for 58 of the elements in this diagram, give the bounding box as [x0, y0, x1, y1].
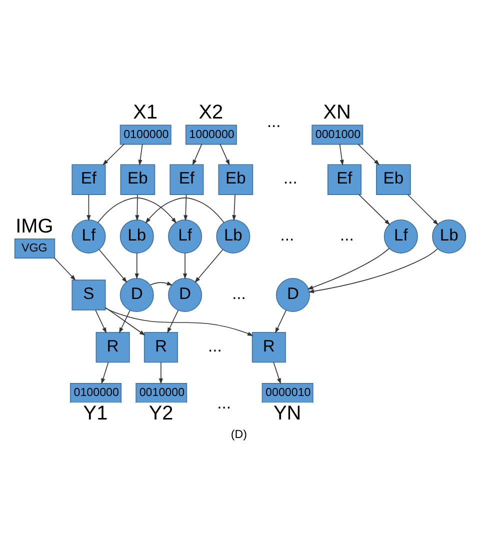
node-box: Ef — [326, 164, 361, 195]
node-label: X2 — [198, 102, 223, 124]
arrow — [358, 194, 390, 226]
arrow — [102, 144, 124, 166]
arrow — [150, 281, 172, 286]
label: ... — [216, 393, 230, 412]
node-circle: Lb — [216, 219, 250, 254]
arrow — [183, 194, 188, 221]
node-box: Eb — [376, 164, 410, 195]
node-label: IMG — [15, 215, 53, 238]
arrow — [194, 249, 223, 283]
arrow — [357, 144, 380, 166]
label: ... — [232, 284, 246, 304]
arrow — [53, 257, 76, 281]
arrow — [338, 144, 344, 166]
node-box: Ef — [71, 164, 106, 195]
arrow — [192, 144, 202, 166]
arrow — [100, 362, 108, 384]
label: ... — [283, 168, 297, 188]
arrow — [134, 252, 138, 280]
arrow — [98, 249, 127, 283]
arrow — [97, 197, 176, 224]
arrow — [86, 194, 90, 221]
node-box: S — [71, 280, 106, 310]
arrow — [118, 310, 130, 334]
arrow — [232, 194, 236, 221]
arrow — [182, 252, 187, 280]
arrow — [219, 144, 230, 166]
node-circle: Lf — [168, 219, 202, 254]
node-circle: Lf — [71, 219, 106, 254]
arrow — [166, 310, 178, 334]
arrow — [134, 194, 139, 221]
arrow — [104, 308, 253, 336]
arrow — [94, 310, 106, 334]
caption: (D) — [230, 428, 247, 441]
arrow — [138, 144, 142, 166]
node-box: R — [95, 332, 130, 363]
node-circle: Lb — [119, 219, 154, 254]
label: ... — [266, 112, 280, 131]
label: ... — [208, 336, 222, 356]
arrow — [158, 362, 162, 384]
arrow — [406, 194, 438, 226]
arrow — [308, 248, 438, 294]
node-box: R — [251, 332, 286, 363]
arrow — [274, 310, 286, 334]
arrow — [272, 362, 280, 384]
label: ... — [340, 226, 354, 245]
arrow — [144, 197, 224, 224]
node-label: X1 — [132, 102, 157, 124]
node-circle: D — [275, 278, 310, 312]
node-box: R — [143, 332, 178, 363]
arrow — [104, 307, 145, 336]
node-box: Ef — [169, 164, 204, 195]
node-box: Eb — [218, 164, 253, 195]
node-box: Eb — [120, 164, 155, 195]
node-label: XN — [322, 102, 350, 124]
arrow — [306, 248, 390, 290]
label: ... — [280, 226, 294, 245]
